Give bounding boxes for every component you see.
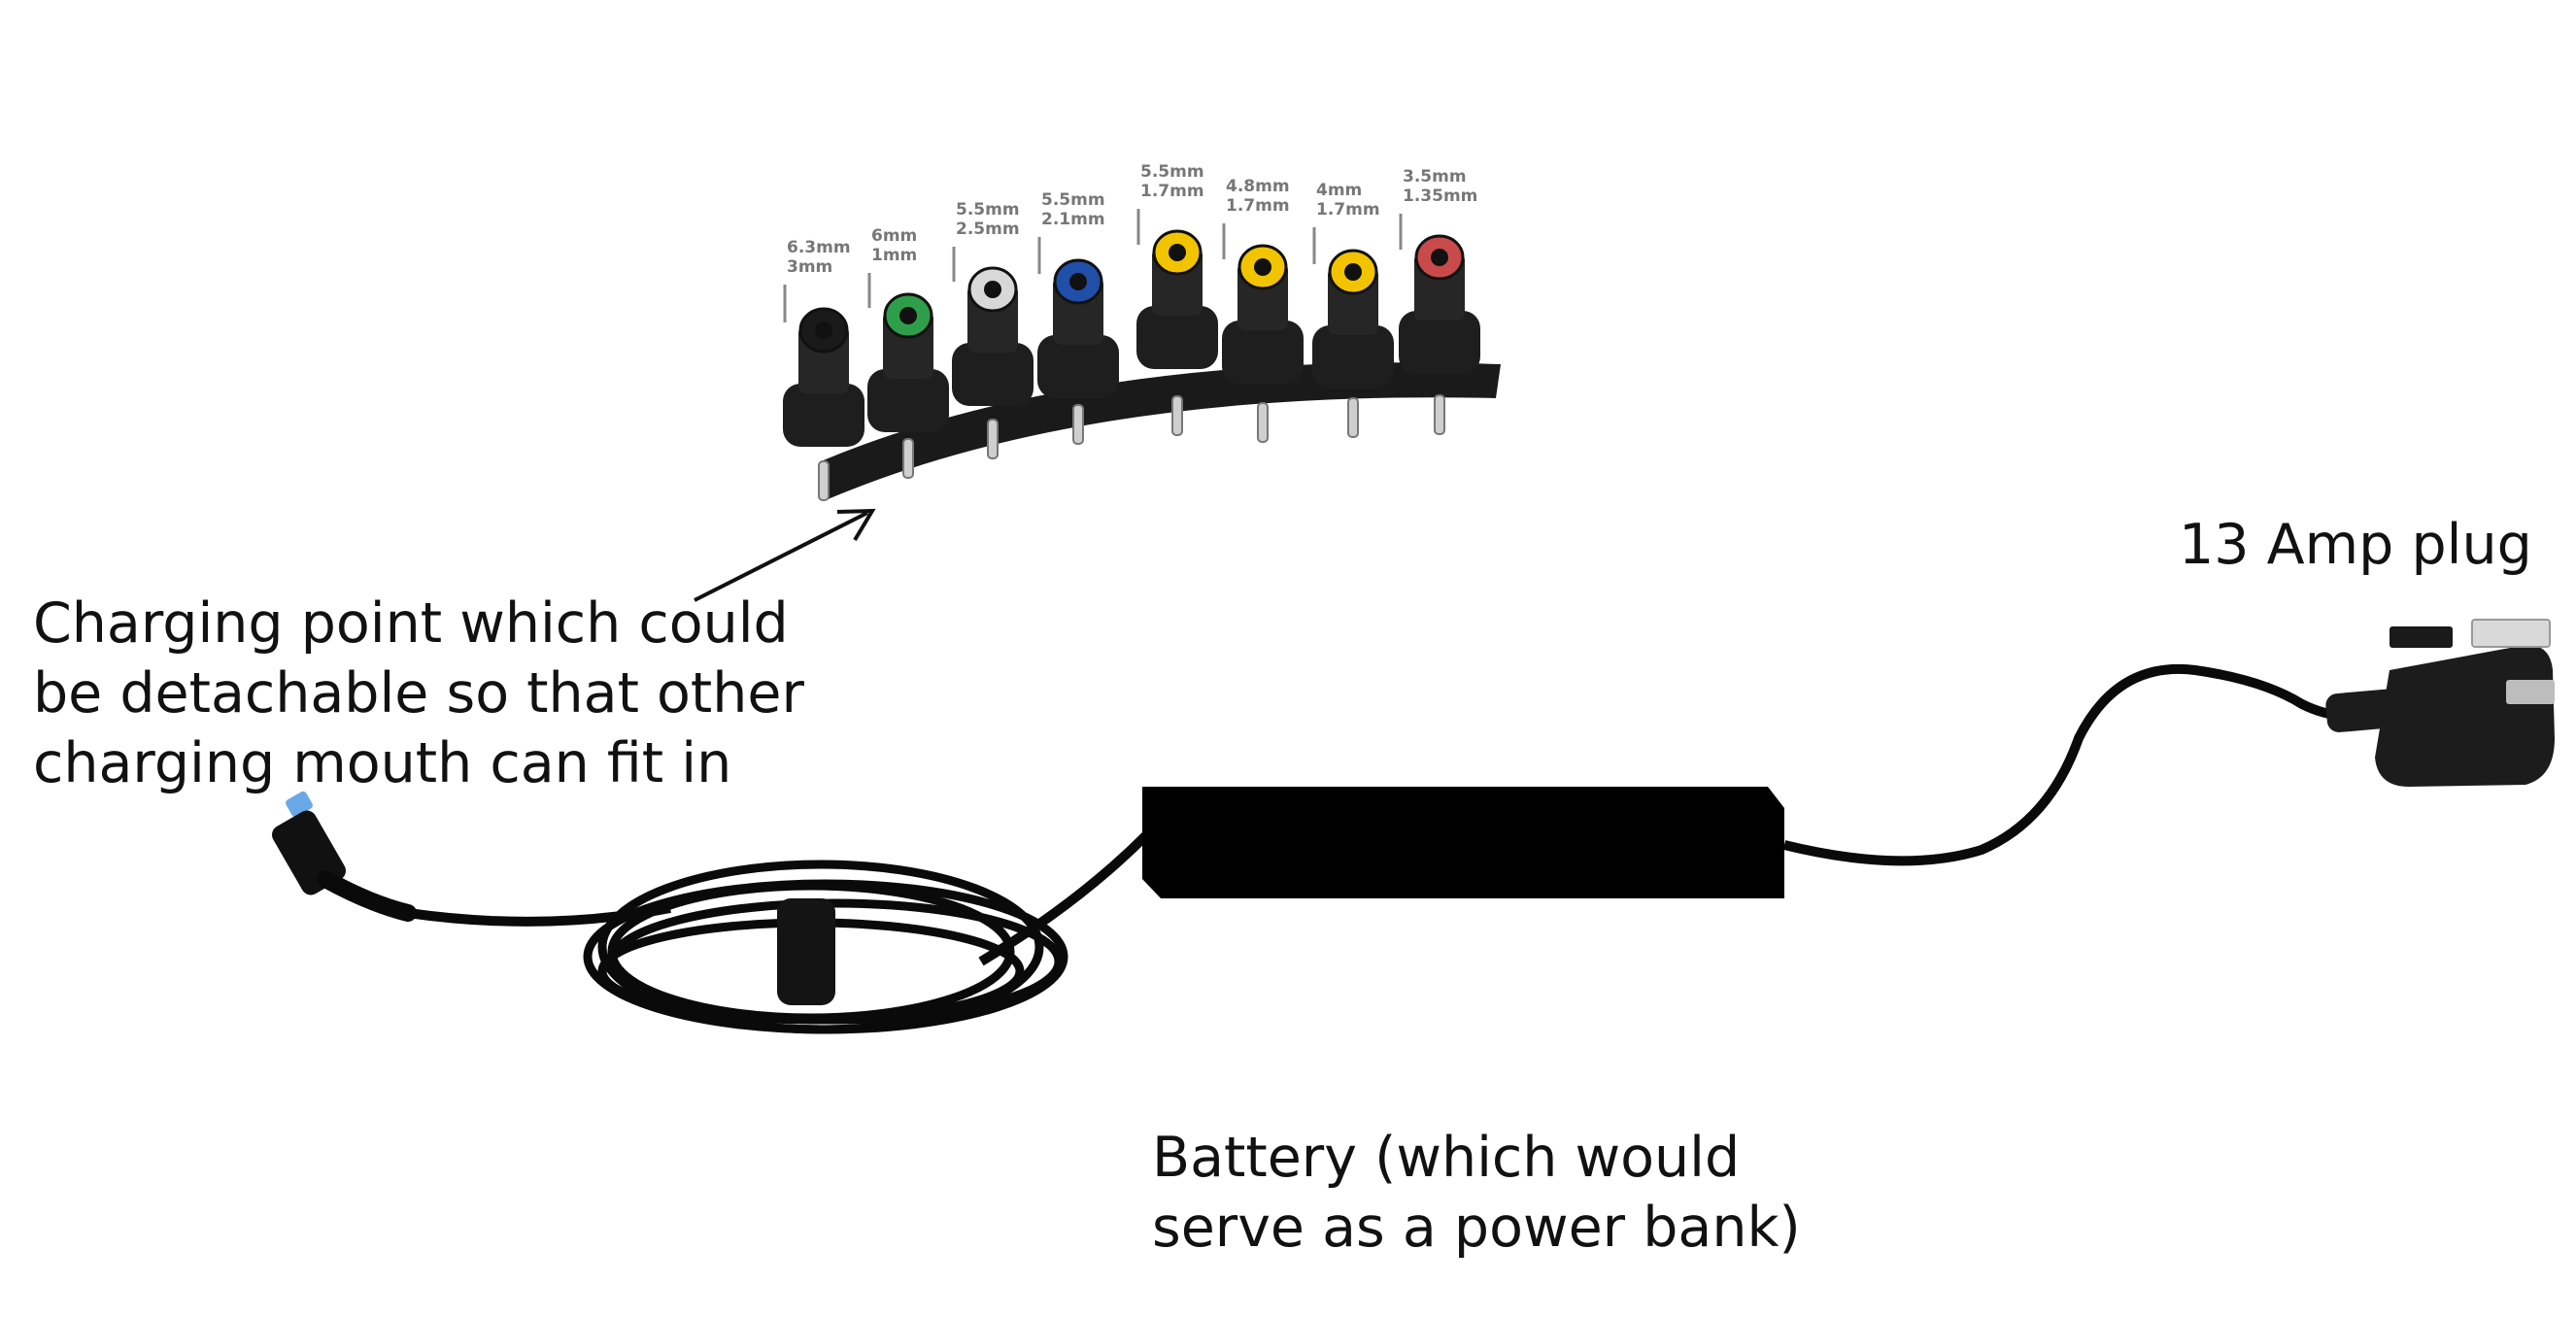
- tip-pin: [1257, 402, 1269, 443]
- tip-adapter-rack: [821, 362, 1501, 500]
- tip-socket: [867, 369, 949, 432]
- tip-socket: [1399, 311, 1480, 374]
- tip-size-inner: 1.7mm: [1226, 196, 1290, 216]
- tip-pin: [1347, 397, 1359, 438]
- tip-hole: [1069, 273, 1087, 290]
- tip-socket: [952, 343, 1034, 406]
- plug-neutral-pin: [2506, 680, 2555, 704]
- tip-socket: [783, 384, 864, 447]
- tip-size-inner: 1.7mm: [1316, 200, 1380, 220]
- tip-socket: [1136, 306, 1218, 369]
- tip-size-inner: 1.35mm: [1403, 186, 1477, 206]
- tip-size-outer: 5.5mm: [1140, 162, 1204, 182]
- tip-pin: [1171, 395, 1183, 436]
- tip-size-inner: 2.5mm: [956, 220, 1020, 239]
- tip-size-outer: 3.5mm: [1403, 167, 1467, 186]
- cable-strap: [777, 898, 835, 1005]
- tip-socket: [1037, 335, 1119, 398]
- tip-size-inner: 3mm: [787, 257, 832, 277]
- tip-size-inner: 1.7mm: [1140, 182, 1204, 201]
- tip-pin: [987, 419, 999, 459]
- tip-size-outer: 4.8mm: [1226, 177, 1290, 196]
- charging-point-label: Charging point which could be detachable…: [33, 591, 804, 795]
- battery-label: Battery (which would serve as a power ba…: [1152, 1126, 1801, 1260]
- tip-pin: [1434, 394, 1445, 435]
- battery-block: [1142, 787, 1784, 898]
- tip-socket: [1312, 325, 1394, 388]
- tip-pin: [902, 438, 914, 479]
- tip-hole: [1431, 249, 1448, 266]
- charging-point-arrow: [694, 508, 876, 602]
- plug-label: 13 Amp plug: [2179, 513, 2532, 577]
- tip-size-outer: 4mm: [1316, 181, 1362, 200]
- tip-size-outer: 6mm: [871, 226, 917, 246]
- plug-live-pin: [2471, 619, 2551, 648]
- uk-plug: [2325, 619, 2555, 787]
- mains-cable: [1782, 663, 2356, 866]
- tip-size-outer: 5.5mm: [956, 200, 1020, 220]
- tip-pin: [818, 460, 830, 501]
- tip-hole: [984, 281, 1001, 298]
- tip-socket: [1222, 321, 1304, 384]
- tip-hole: [1169, 244, 1186, 261]
- tip-hole: [1254, 258, 1271, 276]
- plug-earth-pin: [2390, 626, 2453, 648]
- laptop-charger-cable: [272, 791, 1150, 1034]
- tip-hole: [1344, 263, 1362, 281]
- tip-hole: [899, 307, 917, 324]
- tip-rack-bar: [821, 362, 1501, 500]
- tip-size-inner: 2.1mm: [1041, 210, 1105, 229]
- tip-pin: [1072, 404, 1084, 445]
- tip-adapters: 6.3mm3mm6mm1mm5.5mm2.5mm5.5mm2.1mm5.5mm1…: [783, 162, 1480, 501]
- tip-size-inner: 1mm: [871, 246, 917, 265]
- plug-body: [2375, 645, 2555, 787]
- tip-size-outer: 6.3mm: [787, 238, 851, 257]
- tip-size-outer: 5.5mm: [1041, 190, 1105, 210]
- tip-hole: [815, 321, 832, 339]
